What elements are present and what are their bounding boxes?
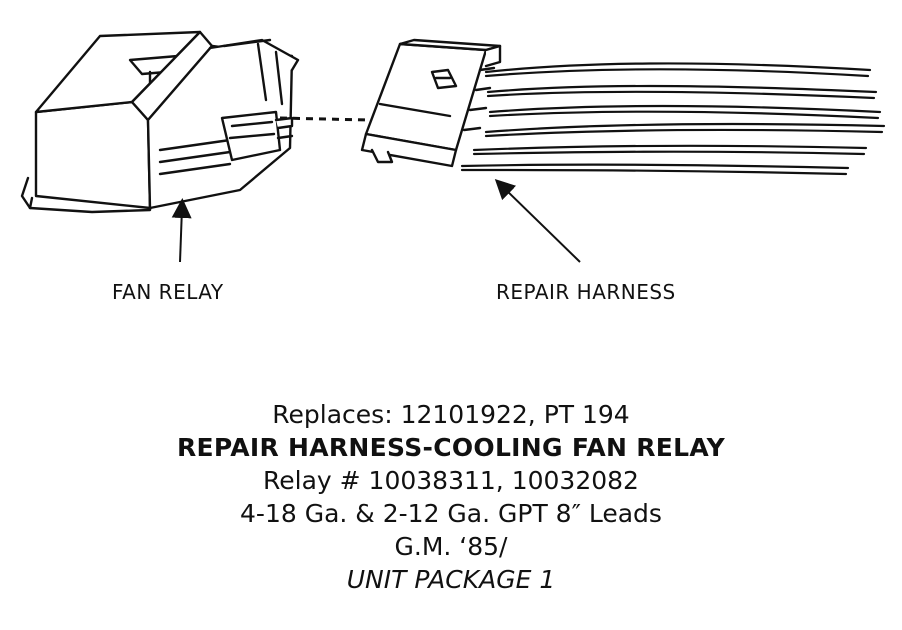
repair-harness-label: REPAIR HARNESS xyxy=(496,280,676,304)
mating-line xyxy=(279,116,369,122)
application-line: G.M. ‘85/ xyxy=(394,532,508,561)
fan-relay-arrow xyxy=(171,198,192,263)
product-name: REPAIR HARNESS-COOLING FAN RELAY xyxy=(176,433,726,462)
callout-arrows xyxy=(171,179,581,263)
replaces-line: Replaces: 12101922, PT 194 xyxy=(272,400,630,429)
product-caption: Replaces: 12101922, PT 194 REPAIR HARNES… xyxy=(0,398,902,596)
fan-relay-harness-illustration xyxy=(20,30,886,263)
unit-package-line: UNIT PACKAGE 1 xyxy=(346,565,556,594)
fan-relay-drawing xyxy=(20,30,300,214)
relay-numbers-line: Relay # 10038311, 10032082 xyxy=(263,466,639,495)
repair-harness-drawing xyxy=(360,38,886,176)
repair-harness-arrow xyxy=(494,179,581,263)
leads-line: 4-18 Ga. & 2-12 Ga. GPT 8″ Leads xyxy=(240,499,662,528)
fan-relay-label: FAN RELAY xyxy=(112,280,224,304)
